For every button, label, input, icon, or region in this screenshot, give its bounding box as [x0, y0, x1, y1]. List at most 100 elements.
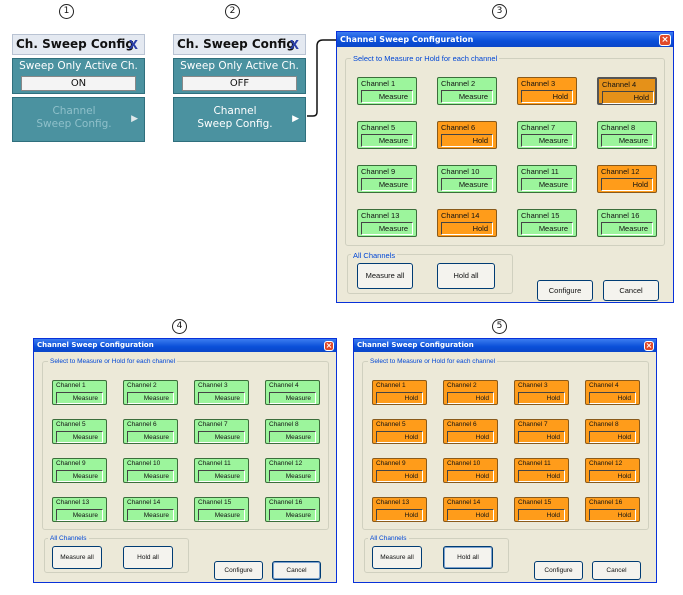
step-2-badge: 2 [225, 4, 240, 19]
close-icon[interactable]: × [644, 341, 654, 351]
close-icon[interactable]: X [128, 38, 138, 52]
channel-state: Measure [285, 473, 311, 480]
channel-state-box: Hold [602, 91, 654, 104]
channel-state: Measure [143, 395, 169, 402]
panel-title: Ch. Sweep Config X [173, 34, 306, 55]
cancel-button[interactable]: Cancel [592, 561, 641, 580]
channel-name: Channel 10 [441, 167, 480, 176]
measure-all-button[interactable]: Measure all [372, 546, 422, 569]
channel-state: Hold [475, 434, 489, 441]
channel-state: Measure [378, 224, 408, 233]
channel-name: Channel 10 [447, 460, 481, 467]
channel-name: Channel 14 [441, 211, 480, 220]
channel-name: Channel 14 [127, 499, 161, 506]
close-icon[interactable]: × [659, 34, 671, 46]
sweep-only-active-ch-key[interactable]: Sweep Only Active Ch. ON [12, 58, 145, 94]
channel-state-box: Hold [518, 392, 565, 404]
step-3-badge: 3 [492, 4, 507, 19]
channel-state: Hold [475, 512, 489, 519]
configure-button[interactable]: Configure [534, 561, 583, 580]
configure-button[interactable]: Configure [214, 561, 263, 580]
channel-sweep-config-key: Channel Sweep Config. ▶ [12, 97, 145, 142]
cancel-button[interactable]: Cancel [603, 280, 659, 301]
channel-state: Measure [143, 434, 169, 441]
channel-name: Channel 6 [441, 123, 476, 132]
sweep-only-active-ch-key[interactable]: Sweep Only Active Ch. OFF [173, 58, 306, 94]
close-icon[interactable]: × [324, 341, 334, 351]
cancel-button[interactable]: Cancel [272, 561, 321, 580]
channel-name: Channel 3 [198, 382, 228, 389]
channel-state-box: Hold [441, 134, 493, 147]
configure-button[interactable]: Configure [537, 280, 593, 301]
channel-sweep-config-dialog: Channel Sweep Configuration×Select to Me… [33, 338, 337, 583]
sweep-only-active-ch-value: OFF [182, 76, 297, 91]
measure-all-button[interactable]: Measure all [357, 263, 413, 289]
channel-sweep-config-key[interactable]: Channel Sweep Config. ▶ [173, 97, 306, 142]
channel-state: Hold [472, 136, 488, 145]
measure-all-button[interactable]: Measure all [52, 546, 102, 569]
hold-all-button[interactable]: Hold all [437, 263, 495, 289]
channel-state-box: Hold [441, 222, 493, 235]
channel-name: Channel 2 [441, 79, 476, 88]
channel-state: Hold [546, 473, 560, 480]
channel-name: Channel 15 [198, 499, 232, 506]
channel-14-toggle[interactable]: Channel 14 Hold [437, 209, 497, 237]
channel-name: Channel 2 [447, 382, 477, 389]
channel-state-box: Measure [269, 431, 316, 443]
channel-state: Measure [538, 180, 568, 189]
channel-state-box: Hold [376, 392, 423, 404]
channel-6-toggle[interactable]: Channel 6 Hold [437, 121, 497, 149]
close-icon[interactable]: X [289, 38, 299, 52]
channel-state: Measure [143, 473, 169, 480]
hold-all-button[interactable]: Hold all [443, 546, 493, 569]
channel-state-box: Measure [269, 470, 316, 482]
hold-all-button[interactable]: Hold all [123, 546, 173, 569]
